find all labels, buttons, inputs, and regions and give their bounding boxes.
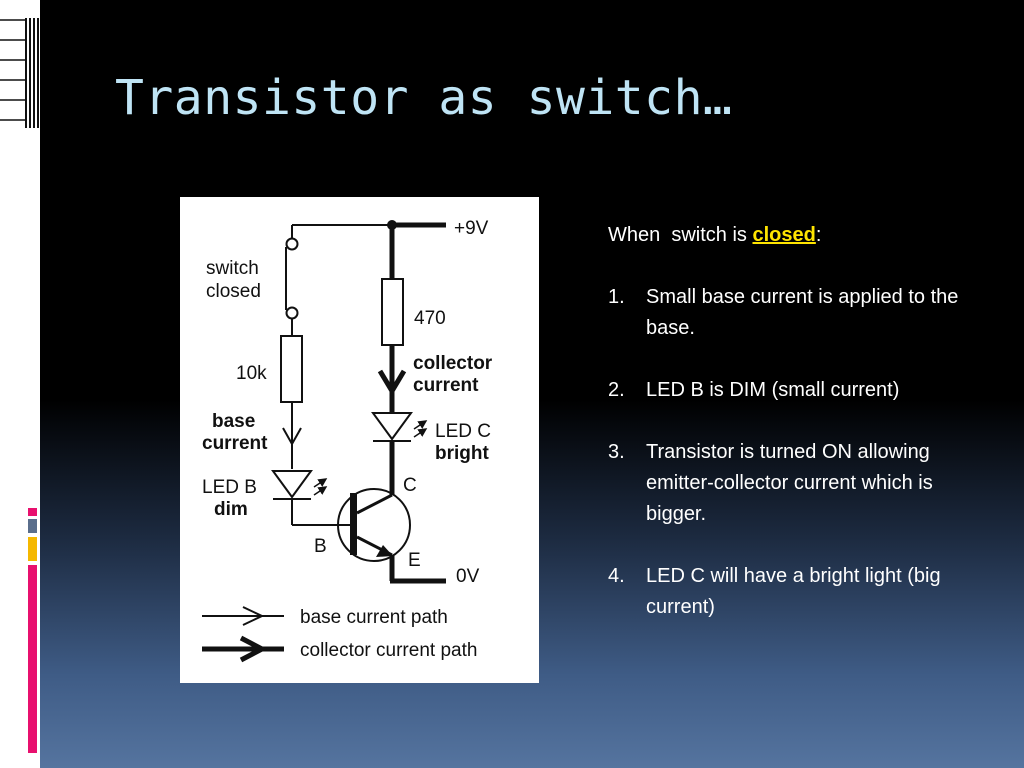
switch-label-line1: switch [206, 258, 259, 279]
accent-bar-pink-top [28, 508, 37, 516]
led-b-light-arrow [313, 478, 328, 488]
led-c [371, 412, 413, 441]
collector-resistor [381, 278, 404, 346]
led-c-light-arrow [413, 428, 428, 438]
intro-line: When switch is closed: [608, 220, 968, 251]
list-item: 4. LED C will have a bright light (big c… [608, 561, 968, 623]
collector-current-arrow [377, 369, 407, 396]
legend-collector-arrowhead [239, 635, 268, 663]
terminal-c-label: C [403, 475, 417, 496]
circuit-svg: +9V switch closed 10k base current LED B… [202, 218, 493, 663]
list-text: LED C will have a bright light (big curr… [646, 565, 947, 618]
transistor-base-plate [350, 493, 357, 555]
led-b-light-arrow [313, 486, 328, 496]
intro-prefix: When switch is [608, 224, 753, 246]
accent-bar-yellow [28, 537, 37, 561]
led-b-label-line2: dim [214, 499, 248, 520]
list-text: Transistor is turned ON allowing emitter… [646, 441, 941, 525]
collector-current-label-line1: collector [413, 353, 493, 374]
led-c-label-line2: bright [435, 443, 489, 464]
switch-label-line2: closed [206, 281, 261, 302]
terminal-e-label: E [408, 550, 421, 571]
legend-collector-label: collector current path [300, 640, 477, 661]
base-current-label-line2: current [202, 433, 268, 454]
switch-contact-bottom [285, 306, 299, 320]
transistor-collector-lead [356, 493, 393, 515]
explanation-panel: When switch is closed: 1. Small base cur… [608, 220, 968, 654]
list-text: Small base current is applied to the bas… [646, 286, 964, 339]
list-number: 3. [608, 441, 625, 463]
slide-title: Transistor as switch… [115, 70, 733, 126]
collector-resistor-label: 470 [414, 308, 446, 329]
accent-bar-pink-long [28, 565, 37, 753]
ground-label: 0V [456, 566, 480, 587]
list-number: 1. [608, 286, 625, 308]
list-item: 2. LED B is DIM (small current) [608, 375, 968, 406]
list-number: 4. [608, 565, 625, 587]
supply-label: +9V [454, 218, 489, 239]
led-c-light-arrow [413, 420, 428, 430]
terminal-b-label: B [314, 536, 327, 557]
left-margin-strip [0, 0, 40, 768]
base-resistor-label: 10k [236, 363, 267, 384]
led-c-label-line1: LED C [435, 421, 491, 442]
base-current-label-line1: base [212, 411, 255, 432]
led-b [271, 470, 313, 499]
collector-current-label-line2: current [413, 375, 479, 396]
base-current-arrow [282, 427, 302, 447]
legend-base-label: base current path [300, 607, 448, 628]
transistor-body [337, 488, 411, 562]
intro-suffix: : [815, 224, 822, 246]
decorative-lines [0, 18, 39, 128]
list-number: 2. [608, 379, 625, 401]
numbered-list: 1. Small base current is applied to the … [608, 282, 968, 623]
base-resistor [280, 335, 303, 403]
circuit-diagram: +9V switch closed 10k base current LED B… [180, 197, 539, 683]
legend-base-arrowhead [242, 606, 265, 626]
transistor-emitter-arrow [376, 545, 393, 557]
intro-keyword: closed [752, 224, 816, 246]
switch-contact-top [285, 237, 299, 251]
list-text: LED B is DIM (small current) [646, 379, 900, 401]
led-b-label-line1: LED B [202, 477, 257, 498]
accent-bar-slate [28, 519, 37, 533]
list-item: 3. Transistor is turned ON allowing emit… [608, 437, 968, 530]
list-item: 1. Small base current is applied to the … [608, 282, 968, 344]
